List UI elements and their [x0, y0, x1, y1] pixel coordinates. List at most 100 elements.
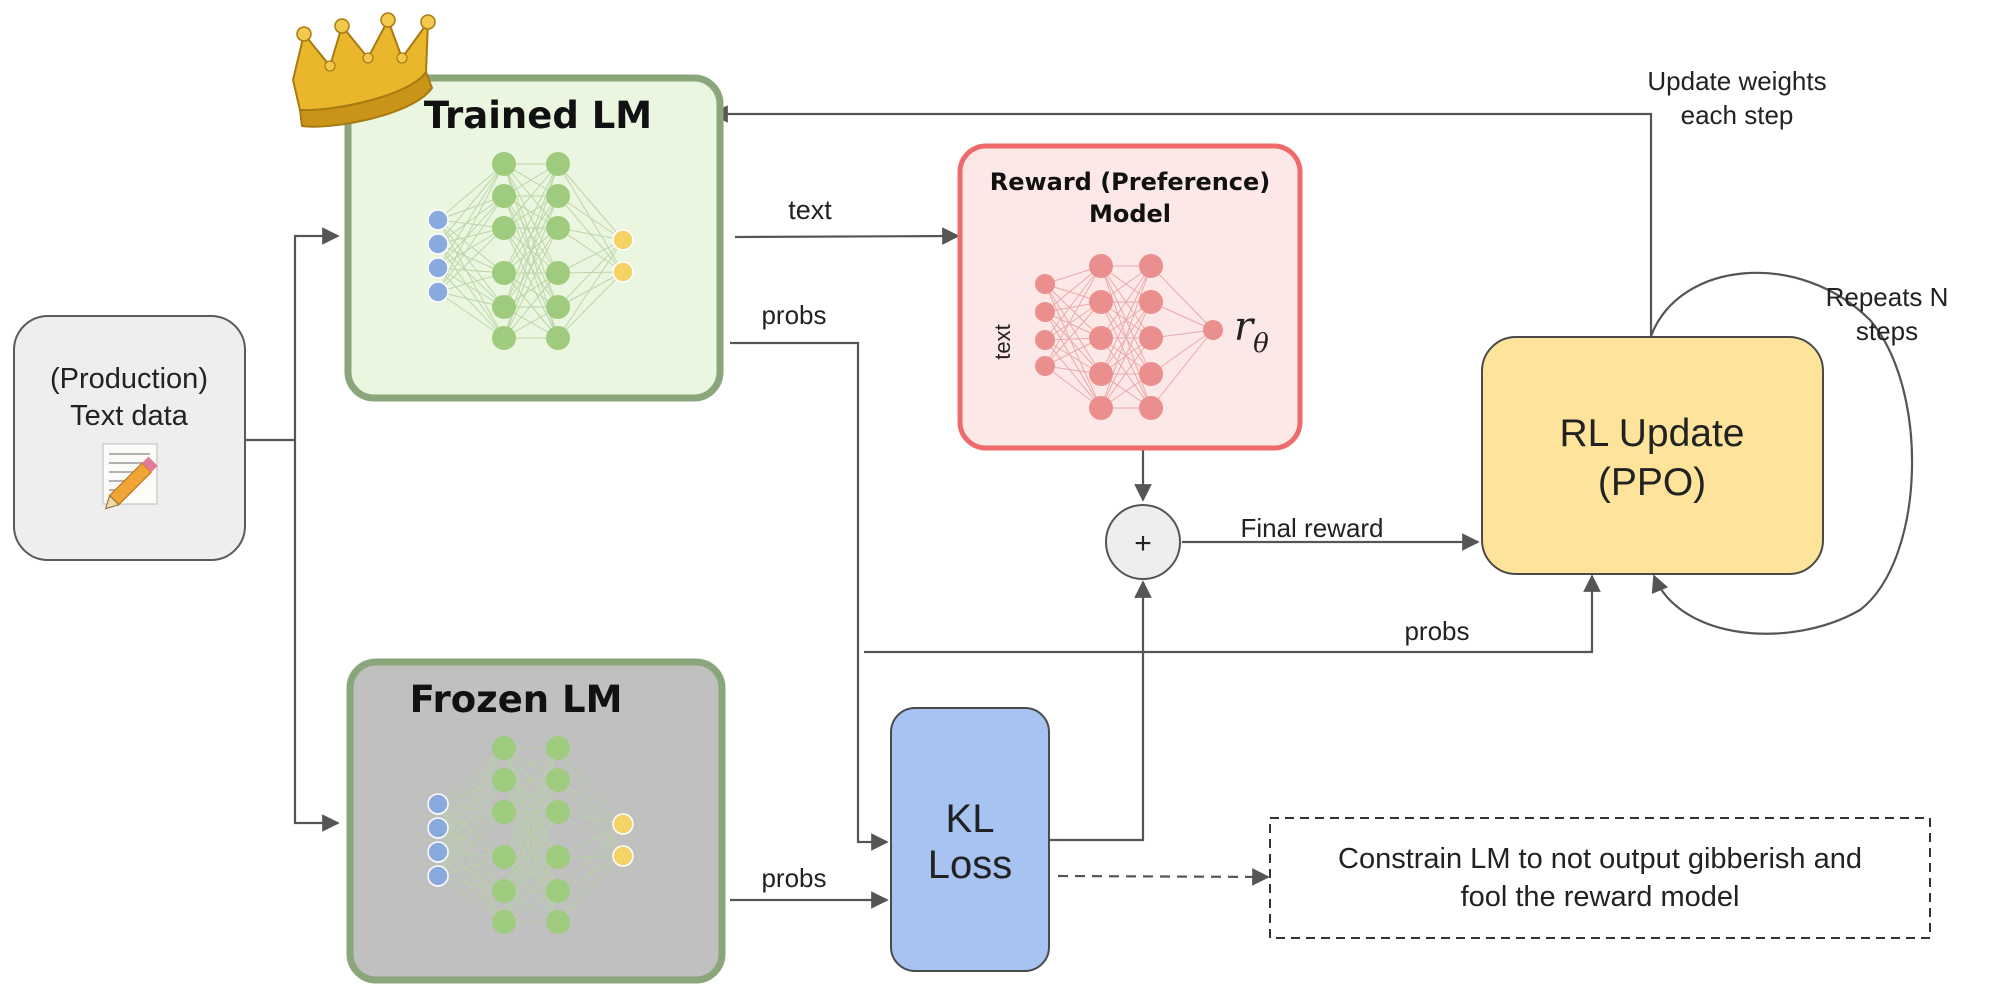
network-node	[427, 257, 449, 279]
network-node	[1035, 330, 1055, 350]
network-node	[1089, 362, 1113, 386]
edge-label-text: text	[788, 195, 832, 225]
network-node	[546, 216, 570, 240]
network-node	[546, 768, 570, 792]
network-node	[492, 768, 516, 792]
network-node	[492, 800, 516, 824]
network-node	[612, 261, 634, 283]
network-node	[1035, 302, 1055, 322]
reward-model-input-label: text	[990, 324, 1015, 359]
edge-text	[734, 227, 960, 245]
network-node	[546, 910, 570, 934]
network-node	[546, 295, 570, 319]
rl-update-line2: (PPO)	[1598, 461, 1706, 504]
network-node	[492, 326, 516, 350]
note-line1: Constrain LM to not output gibberish and	[1338, 843, 1862, 875]
network-node	[612, 229, 634, 251]
kl-loss-line2: Loss	[928, 843, 1013, 887]
network-node	[1139, 326, 1163, 350]
network-node	[1139, 362, 1163, 386]
edge-repeats-loop	[1649, 271, 1914, 635]
network-node	[1139, 290, 1163, 314]
edge-update-weights	[710, 105, 1653, 336]
network-node	[546, 800, 570, 824]
reward-output-subscript: θ	[1253, 329, 1269, 359]
network-node	[492, 845, 516, 869]
edge-probs-to-rl	[864, 574, 1601, 654]
constraint-note: Constrain LM to not output gibberish and…	[1269, 817, 1931, 939]
network-node	[427, 865, 449, 887]
reward-output-label: rθ	[1234, 304, 1269, 359]
kl-loss-line1: KL	[946, 797, 995, 841]
network-node	[1203, 320, 1223, 340]
network-node	[492, 910, 516, 934]
trained-lm-title: Trained LM	[424, 94, 652, 137]
reward-model-node: Reward (Preference) Model text rθ	[957, 143, 1303, 451]
edge-input-to-frozen	[293, 440, 340, 832]
network-node	[1035, 356, 1055, 376]
reward-model-title-line1: Reward (Preference)	[990, 168, 1271, 196]
note-line2: fool the reward model	[1461, 881, 1740, 913]
frozen-lm-title: Frozen LM	[410, 678, 623, 721]
notepad-pencil-icon	[102, 443, 158, 510]
edge-input-to-models	[245, 227, 340, 442]
edge-kl-to-plus	[1050, 580, 1152, 842]
network-node	[546, 736, 570, 760]
edge-label-probs-to-rl: probs	[1404, 616, 1469, 646]
reward-model-network-icon	[1035, 254, 1223, 420]
edge-label-update-line1: Update weights	[1647, 66, 1826, 96]
network-node	[492, 184, 516, 208]
network-node	[427, 209, 449, 231]
edge-label-repeats-line2: steps	[1856, 316, 1918, 346]
edge-probs-trained	[730, 341, 889, 851]
network-node	[492, 216, 516, 240]
network-node	[1089, 396, 1113, 420]
crown-icon	[291, 12, 436, 128]
input-label-line2: Text data	[70, 400, 189, 432]
network-node	[1139, 396, 1163, 420]
network-node	[1089, 254, 1113, 278]
rl-update-line1: RL Update	[1559, 412, 1744, 455]
network-node	[427, 841, 449, 863]
network-node	[1089, 290, 1113, 314]
network-node	[612, 813, 634, 835]
network-node	[492, 295, 516, 319]
plus-icon: +	[1105, 504, 1181, 580]
reward-output-r: r	[1234, 304, 1256, 350]
network-node	[546, 879, 570, 903]
network-node	[546, 845, 570, 869]
network-node	[546, 326, 570, 350]
edge-label-final-reward: Final reward	[1240, 513, 1383, 543]
plus-symbol: +	[1134, 527, 1152, 560]
network-node	[492, 152, 516, 176]
edge-label-update-line2: each step	[1681, 100, 1794, 130]
edge-label-probs-frozen: probs	[761, 863, 826, 893]
edge-label-probs-trained: probs	[761, 300, 826, 330]
input-label-line1: (Production)	[50, 363, 208, 395]
network-node	[492, 261, 516, 285]
network-node	[427, 817, 449, 839]
network-node	[546, 152, 570, 176]
kl-loss-node: KL Loss	[890, 707, 1050, 972]
network-node	[427, 793, 449, 815]
network-node	[492, 879, 516, 903]
edge-kl-to-note	[1057, 868, 1270, 886]
frozen-lm-node: Frozen LM	[346, 658, 726, 984]
frozen-lm-network-icon	[427, 736, 634, 934]
network-node	[612, 845, 634, 867]
edge-label-repeats-line1: Repeats N	[1826, 282, 1949, 312]
rl-update-node: RL Update (PPO)	[1481, 336, 1824, 575]
network-node	[1089, 326, 1113, 350]
trained-lm-network-icon	[427, 152, 634, 350]
trained-lm-node: Trained LM	[344, 74, 724, 402]
network-node	[1139, 254, 1163, 278]
reward-model-title-line2: Model	[1089, 200, 1171, 228]
network-node	[427, 233, 449, 255]
network-node	[546, 184, 570, 208]
input-node: (Production) Text data	[13, 315, 246, 561]
network-node	[1035, 274, 1055, 294]
network-node	[427, 281, 449, 303]
network-node	[546, 261, 570, 285]
network-node	[492, 736, 516, 760]
